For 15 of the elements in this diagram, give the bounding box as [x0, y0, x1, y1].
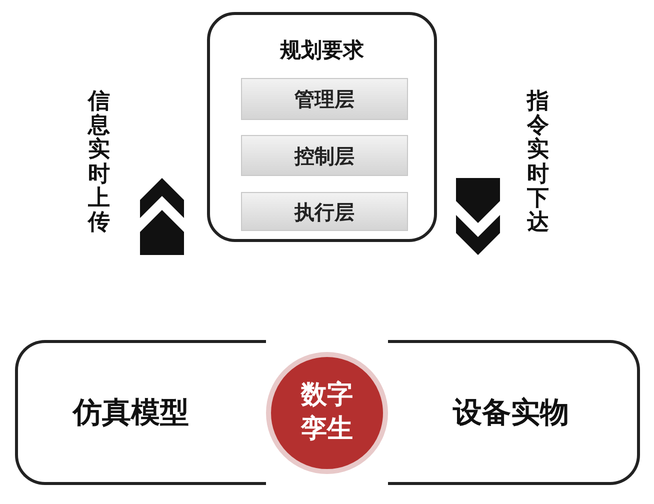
node-text: 管理层: [294, 86, 354, 113]
node-text: 控制层: [294, 142, 354, 170]
node-text: 数字孪生: [300, 379, 354, 446]
layer-bar: [241, 192, 408, 231]
layer-bar: [241, 78, 408, 120]
vertical-label: 信息实时上传: [88, 90, 110, 236]
node-text: 仿真模型: [73, 394, 189, 431]
node-text: 规划要求: [280, 37, 364, 64]
node-text: 执行层: [294, 198, 354, 226]
layer-bar: [241, 135, 408, 176]
vertical-label: 指令实时下达: [527, 90, 549, 236]
rounded-box: [15, 340, 266, 485]
node-text: 设备实物: [453, 394, 569, 431]
rounded-panel: [207, 12, 437, 242]
rounded-box: [388, 340, 640, 485]
